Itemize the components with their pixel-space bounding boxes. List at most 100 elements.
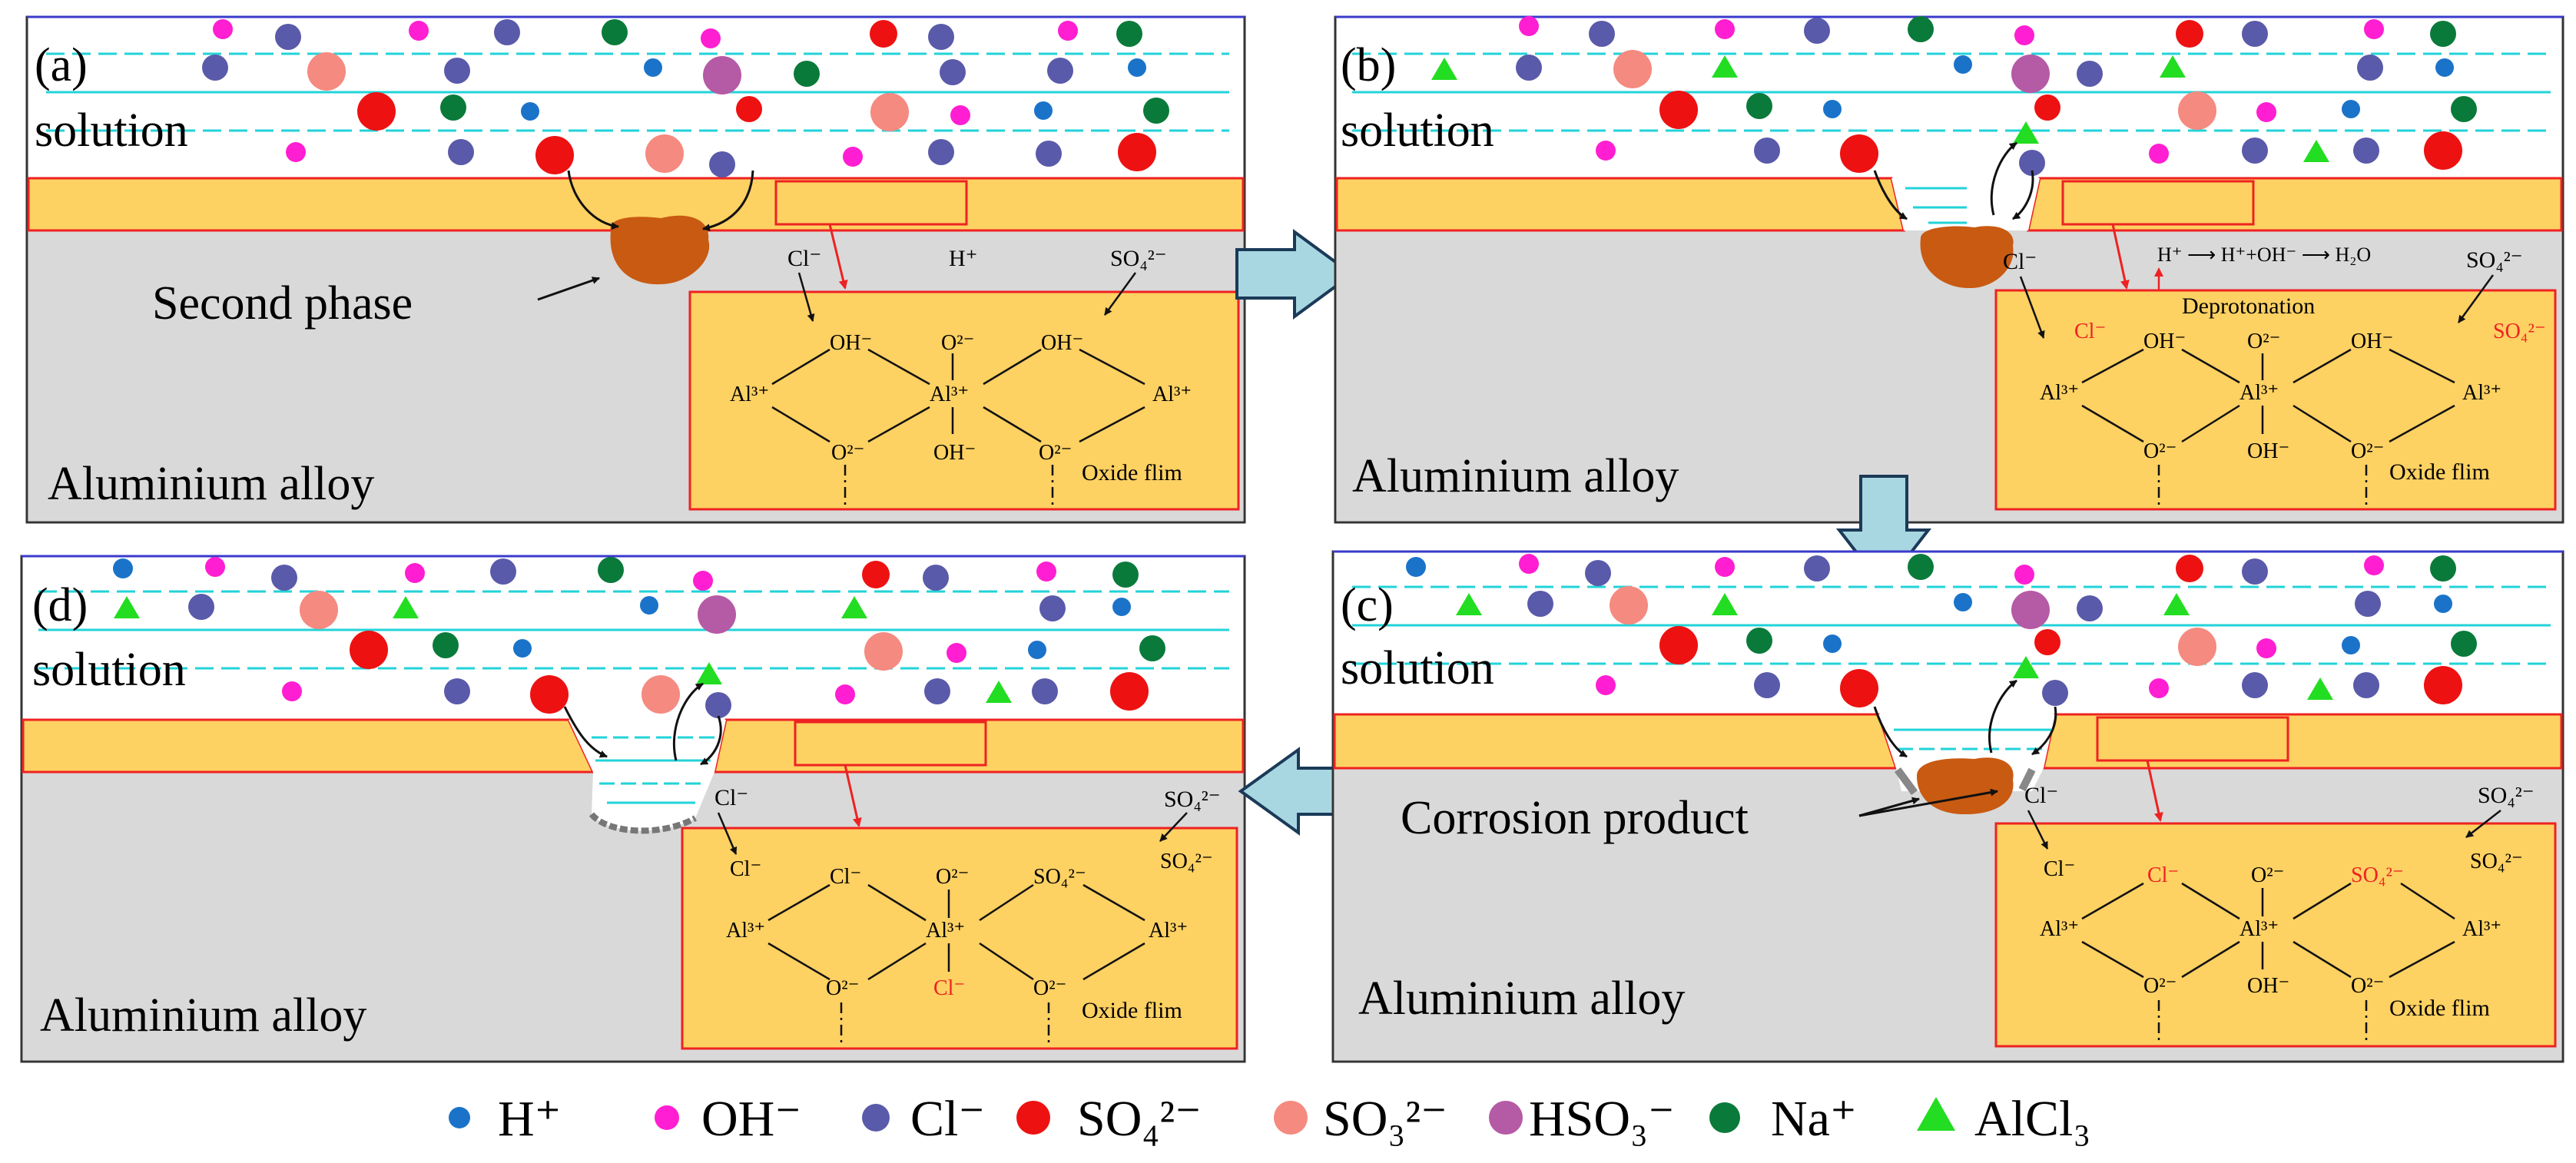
species-label: O²⁻ <box>1039 441 1072 465</box>
alloy-label: Aluminium alloy <box>1358 972 1685 1025</box>
ion-particles <box>1406 554 2477 707</box>
species-label: O²⁻ <box>1033 976 1066 1000</box>
reaction-label: H⁺ ⟶ H⁺+OH⁻ ⟶ H₂O <box>2157 244 2371 266</box>
species-label: Cl⁻ <box>830 865 861 889</box>
hso3-marker <box>1489 1101 1523 1135</box>
species-label: SO₄²⁻ <box>1110 246 1167 271</box>
oxide-layer <box>2027 177 2563 232</box>
panel-tag: (b) <box>1341 39 1396 91</box>
corrosion-product-callout: Corrosion product <box>1401 792 1749 844</box>
species-label: O²⁻ <box>2143 974 2177 998</box>
oxide-film-detail-box: Cl⁻ SO₄²⁻ Cl⁻ Cl⁻ O²⁻ SO₄²⁻ SO₄²⁻ Al³⁺ A… <box>681 785 1238 1050</box>
alloy-label: Aluminium alloy <box>40 989 366 1042</box>
species-label: OH⁻ <box>1041 331 1083 355</box>
alloy-label: Aluminium alloy <box>1352 450 1679 502</box>
species-label: OH⁻ <box>933 441 976 465</box>
species-label: Al³⁺ <box>2462 381 2501 405</box>
legend-label: Cl⁻ <box>910 1091 985 1147</box>
oh-minus-marker <box>655 1105 679 1130</box>
species-label: Al³⁺ <box>926 919 965 943</box>
second-phase-callout: Second phase <box>152 277 413 330</box>
legend: H⁺ OH⁻ Cl⁻ SO₄²⁻ SO₃²⁻ HSO₃⁻ Na⁺ AlCl₃ <box>449 1091 2090 1147</box>
solution-label: solution <box>1341 104 1494 157</box>
species-label: Al³⁺ <box>2239 381 2279 405</box>
legend-item-so4: SO₄²⁻ <box>1016 1091 1202 1147</box>
oxide-film-detail-box: Cl⁻ H⁺ ⟶ H⁺+OH⁻ ⟶ H₂O SO₄²⁻ Deprotonatio… <box>1994 244 2557 511</box>
oxide-film-label: Oxide flim <box>2389 996 2490 1021</box>
species-label: SO₄²⁻ <box>2493 320 2546 343</box>
zoom-region <box>2096 716 2289 762</box>
legend-label: SO₄²⁻ <box>1077 1091 1202 1147</box>
oxide-film-detail-box: Cl⁻ SO₄²⁻ Cl⁻ Cl⁻ O²⁻ SO₄²⁻ SO₄²⁻ Al³⁺ A… <box>1994 783 2557 1048</box>
solution-label: solution <box>32 644 186 696</box>
zoom-region <box>794 721 987 767</box>
species-label: Al³⁺ <box>2040 381 2079 405</box>
cl-minus-marker <box>862 1104 890 1132</box>
legend-label: Na⁺ <box>1771 1091 1857 1147</box>
species-label: Cl⁻ <box>2024 783 2058 808</box>
water-lines <box>1352 585 2551 750</box>
solution-label: solution <box>35 104 188 157</box>
zoom-region <box>2061 180 2255 226</box>
species-label: SO₄²⁻ <box>2478 783 2535 808</box>
oxide-layer <box>1333 713 1898 770</box>
species-label: Al³⁺ <box>2040 917 2079 941</box>
legend-item-na-plus: Na⁺ <box>1709 1091 1857 1147</box>
legend-label: AlCl₃ <box>1974 1091 2090 1147</box>
species-label: Cl⁻ <box>787 246 821 271</box>
second-phase-particle <box>610 215 710 285</box>
species-label: Cl⁻ <box>714 785 748 810</box>
species-label: OH⁻ <box>2247 974 2289 998</box>
species-label: Al³⁺ <box>1149 919 1188 943</box>
species-label: Cl⁻ <box>933 976 965 1000</box>
water-lines <box>46 52 1229 132</box>
panel-a: (a) solution Aluminium alloy <box>25 15 1246 524</box>
ion-particles <box>113 557 1165 718</box>
species-label: Al³⁺ <box>930 383 969 406</box>
panel-b: (b) solution Aluminium alloy <box>1334 15 2564 524</box>
panel-tag: (d) <box>32 579 88 631</box>
flow-arrow-right <box>1235 229 1355 320</box>
species-label: O²⁻ <box>826 976 859 1000</box>
species-label: OH⁻ <box>2143 330 2186 353</box>
species-label: SO₄²⁻ <box>1164 787 1221 812</box>
species-label: SO₄²⁻ <box>1160 850 1213 873</box>
species-label: SO₄²⁻ <box>2470 850 2523 873</box>
deprotonation-label: Deprotonation <box>2182 293 2315 319</box>
species-label: OH⁻ <box>2351 330 2393 353</box>
species-label: O²⁻ <box>2251 863 2284 887</box>
species-label: O²⁻ <box>941 331 974 355</box>
legend-item-h-plus: H⁺ <box>449 1091 562 1147</box>
solution-label: solution <box>1341 642 1494 694</box>
legend-item-hso3: HSO₃⁻ <box>1489 1091 1675 1147</box>
na-plus-marker <box>1709 1102 1740 1133</box>
species-label: O²⁻ <box>2143 439 2177 463</box>
species-label: Al³⁺ <box>1152 383 1192 406</box>
water-lines <box>38 590 1229 804</box>
species-label: SO₄²⁻ <box>2466 247 2523 273</box>
oxide-film-label: Oxide flim <box>1082 460 1182 485</box>
panel-tag: (a) <box>35 39 88 91</box>
legend-label: HSO₃⁻ <box>1529 1091 1675 1147</box>
species-label: Al³⁺ <box>726 919 765 943</box>
oxide-film-label: Oxide flim <box>2389 459 2490 485</box>
h-plus-marker <box>449 1107 470 1128</box>
legend-label: SO₃²⁻ <box>1323 1091 1447 1147</box>
panel-c: (c) solution Aluminium alloy <box>1331 550 2564 1063</box>
species-label: Al³⁺ <box>2239 917 2279 941</box>
oxide-layer <box>1335 177 1905 232</box>
species-label: Cl⁻ <box>2003 249 2037 274</box>
legend-label: OH⁻ <box>701 1091 801 1147</box>
species-label: Al³⁺ <box>730 383 769 406</box>
legend-item-cl-minus: Cl⁻ <box>862 1091 985 1147</box>
oxide-layer <box>22 718 595 774</box>
oxide-film-label: Oxide flim <box>1082 998 1182 1023</box>
water-lines <box>1352 52 2551 224</box>
oxide-film-detail-box: Cl⁻ H⁺ SO₄²⁻ OH⁻ O²⁻ OH⁻ Al³⁺ Al³⁺ Al³⁺ … <box>688 246 1240 511</box>
legend-item-so3: SO₃²⁻ <box>1274 1091 1447 1147</box>
zoom-region <box>774 180 968 226</box>
species-label: O²⁻ <box>831 441 864 465</box>
species-label: Cl⁻ <box>2147 863 2179 887</box>
species-label: H⁺ <box>949 246 978 271</box>
